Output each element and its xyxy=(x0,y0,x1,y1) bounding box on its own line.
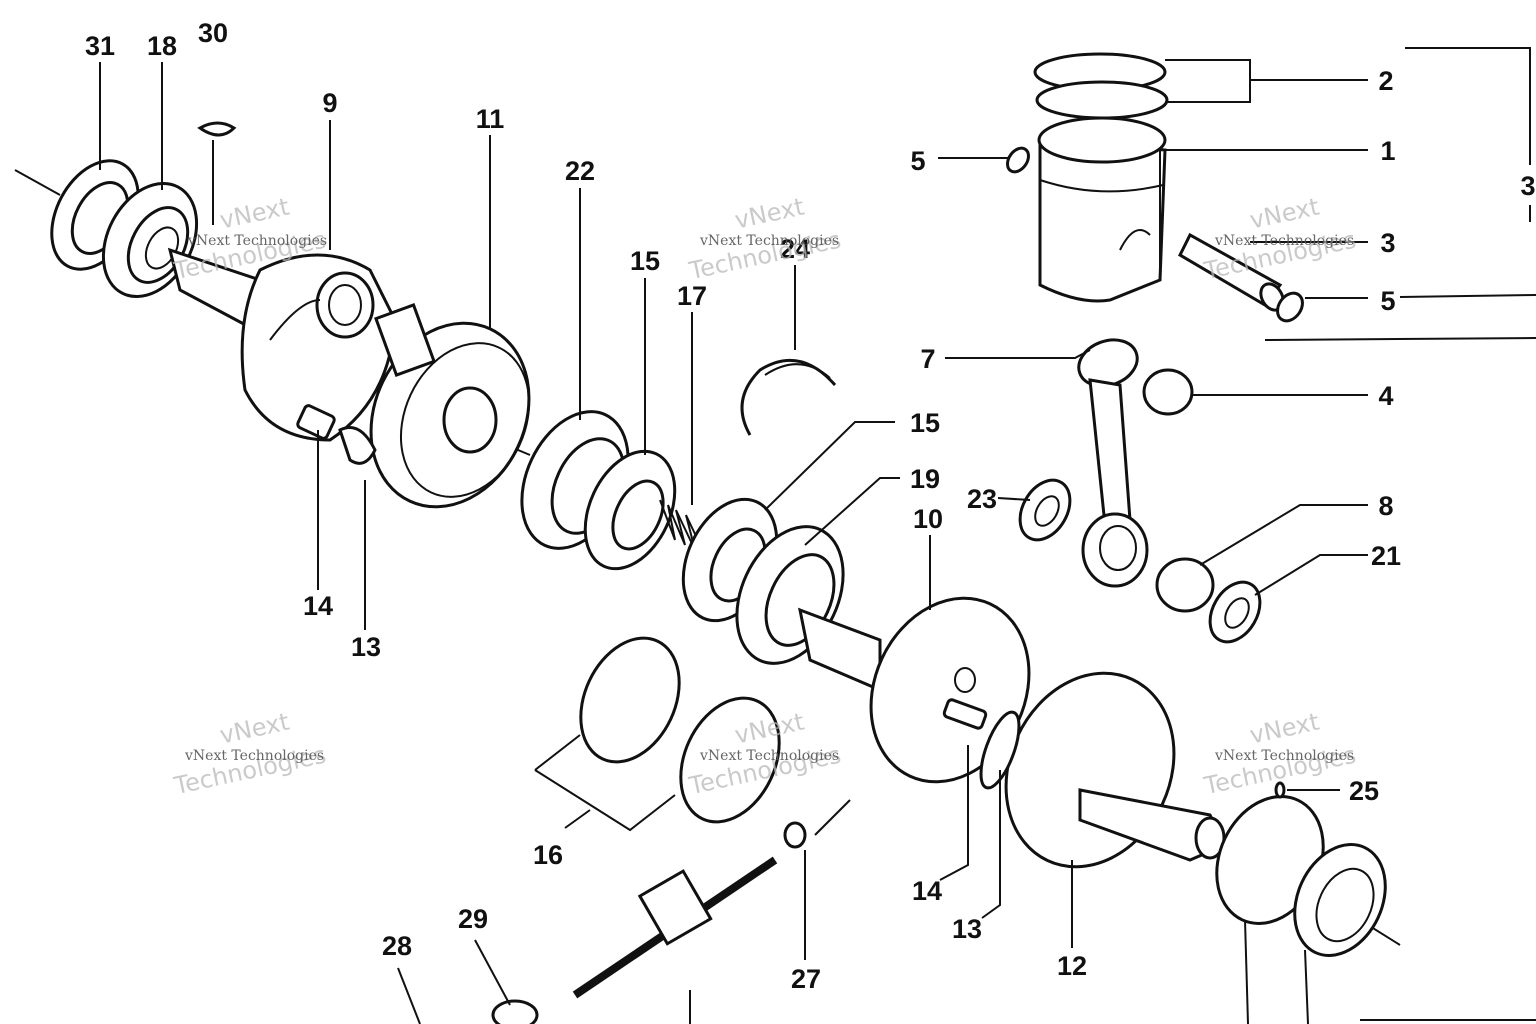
callout-12: 12 xyxy=(1057,951,1087,981)
piston-1 xyxy=(1037,116,1167,303)
callout-4: 4 xyxy=(1378,381,1393,411)
needle-bearing-8 xyxy=(1155,557,1215,613)
gear-shaft xyxy=(491,821,807,1024)
callout-17: 17 xyxy=(677,281,707,311)
callout-22: 22 xyxy=(565,156,595,186)
callout-28: 28 xyxy=(382,931,412,961)
callout-19: 19 xyxy=(910,464,940,494)
crank-pin-left xyxy=(296,404,377,465)
rings-16 xyxy=(579,636,781,824)
callout-labels: 31 18 30 9 11 22 15 17 24 2 1 5 3 3 5 7 … xyxy=(85,18,1536,994)
piston-assembly-bracket xyxy=(1264,47,1536,341)
callout-15-lower: 15 xyxy=(910,408,940,438)
seal-15-upper xyxy=(583,449,677,571)
callout-31: 31 xyxy=(85,31,115,61)
callout-23: 23 xyxy=(967,484,997,514)
callout-15-upper: 15 xyxy=(630,246,660,276)
crank-pin-right xyxy=(942,698,1021,790)
callout-8: 8 xyxy=(1378,491,1393,521)
callout-11: 11 xyxy=(476,104,505,134)
callout-14-left: 14 xyxy=(303,591,333,621)
watermark-brand-small: vNext Technologies xyxy=(1214,748,1354,764)
leader-lines xyxy=(99,59,1536,1024)
callout-13-left: 13 xyxy=(351,632,381,662)
callout-1: 1 xyxy=(1380,136,1395,166)
woodruff-key xyxy=(197,121,237,225)
callout-5-lower: 5 xyxy=(1380,286,1395,316)
callout-16: 16 xyxy=(533,840,563,870)
washer-23 xyxy=(1018,478,1072,542)
watermark-brand-small: vNext Technologies xyxy=(699,233,839,249)
callout-18: 18 xyxy=(147,31,177,61)
watermark-brand-big: vNext xyxy=(732,193,806,235)
callout-21: 21 xyxy=(1371,541,1401,571)
watermark-brand-small: vNext Technologies xyxy=(184,748,324,764)
callout-9: 9 xyxy=(322,88,337,118)
left-flywheel xyxy=(240,253,397,442)
watermark-brand-big: vNext xyxy=(1247,708,1321,750)
connecting-rod-7 xyxy=(1077,338,1149,588)
callout-7: 7 xyxy=(920,344,935,374)
callout-13-right: 13 xyxy=(952,914,982,944)
callout-24: 24 xyxy=(780,234,810,264)
flywheel-half-11 xyxy=(369,303,531,509)
watermark-brand-big: vNext xyxy=(217,708,291,750)
watermark-brand-big: vNext xyxy=(217,193,291,235)
circlip-24 xyxy=(740,358,837,436)
callout-5-upper: 5 xyxy=(910,146,925,176)
watermark-brand-small: vNext Technologies xyxy=(187,233,327,249)
piston-rings-2 xyxy=(1033,52,1169,120)
callout-30: 30 xyxy=(198,18,228,48)
needle-bearing-right xyxy=(1215,781,1387,957)
washer-21 xyxy=(1208,580,1262,644)
callout-25: 25 xyxy=(1349,776,1379,806)
callout-27: 27 xyxy=(791,964,821,994)
callout-3-pin: 3 xyxy=(1380,228,1395,258)
spring-17 xyxy=(659,499,706,556)
callout-29: 29 xyxy=(458,904,488,934)
watermarks: vNext Technologies vNext Technologies vN… xyxy=(171,193,1359,801)
watermark-brand-small: vNext Technologies xyxy=(1214,233,1354,249)
watermark-brand-small: vNext Technologies xyxy=(699,748,839,764)
circlip-5 xyxy=(1006,146,1304,323)
needle-bearing-4 xyxy=(1142,368,1194,416)
piston-pin-3 xyxy=(1178,232,1285,312)
flywheel-12 xyxy=(1004,671,1228,869)
callout-2: 2 xyxy=(1378,66,1393,96)
callout-14-right: 14 xyxy=(912,876,942,906)
callout-3-group: 3 xyxy=(1520,171,1535,201)
watermark-brand-big: vNext xyxy=(1247,193,1321,235)
callout-10: 10 xyxy=(913,504,943,534)
